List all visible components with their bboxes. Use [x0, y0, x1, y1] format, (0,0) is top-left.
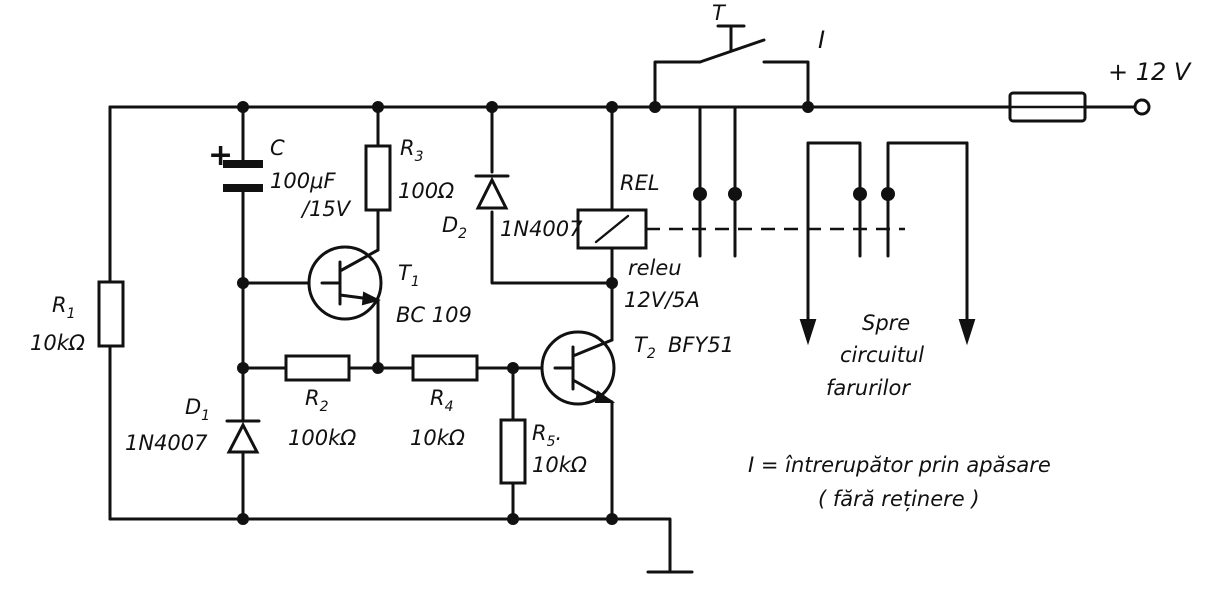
- transistor-t2: [540, 330, 616, 406]
- r3-value: 100Ω: [398, 179, 454, 203]
- hold-contact-leads: [698, 105, 737, 192]
- output-label-2: circuitul: [840, 343, 924, 367]
- relay-contact-headlights: [853, 187, 895, 258]
- resistor-r3: [364, 144, 392, 212]
- d1-value: 1N4007: [125, 431, 208, 455]
- resistor-r1: [97, 280, 125, 348]
- relay-ref: REL: [620, 171, 660, 195]
- relay-desc-2: 12V/5A: [624, 288, 700, 312]
- capacitor-value-2: /15V: [300, 197, 352, 221]
- output-arrow-right: [958, 319, 976, 346]
- capacitor-polarity: +: [208, 138, 233, 173]
- capacitor-c: [223, 160, 263, 192]
- t1-value: BC 109: [396, 303, 472, 327]
- capacitor-ref: C: [270, 136, 285, 160]
- capacitor-value-1: 100μF: [270, 169, 336, 193]
- r3-ref: R3: [400, 136, 424, 165]
- resistor-r5: [499, 418, 527, 485]
- output-label-1: Spre: [862, 311, 910, 335]
- wiring: [108, 60, 1137, 574]
- switch-symbol-label: T: [712, 1, 727, 25]
- r5-ref: R5.: [532, 421, 562, 450]
- legend-line-2: ( fără reținere ): [818, 487, 980, 511]
- headlight-contact-leads: [806, 141, 969, 192]
- switch-right-lead: [762, 60, 810, 109]
- r2-value: 100kΩ: [288, 426, 356, 450]
- d1-ref: D1: [185, 395, 210, 424]
- resistor-r2: [284, 354, 351, 382]
- diode-d2: [474, 174, 510, 210]
- switch-ref-label: I: [818, 26, 825, 54]
- d2-ref: D2: [442, 213, 467, 242]
- t2-value: BFY51: [668, 333, 734, 357]
- headlight-outputs: [806, 141, 969, 324]
- relay-contact-hold: [693, 187, 742, 258]
- diode-d1: [225, 419, 261, 454]
- junctions: [237, 101, 814, 525]
- relay-desc-1: releu: [628, 256, 682, 280]
- output-arrow-left: [799, 319, 817, 346]
- supply-terminal: [1133, 98, 1151, 116]
- ground-lead: [610, 517, 672, 574]
- r5-value: 10kΩ: [532, 453, 587, 477]
- r2-ref: R2: [305, 386, 329, 415]
- t2-ref: T2: [634, 333, 656, 362]
- t1-ref: T1: [398, 261, 420, 290]
- d2-value: 1N4007: [500, 217, 583, 241]
- r4-ref: R4: [430, 386, 454, 415]
- r1-value: 10kΩ: [30, 331, 85, 355]
- d2-column: [490, 105, 614, 285]
- transistor-t1: [307, 245, 383, 321]
- resistor-r4: [411, 354, 479, 382]
- legend-line-1: I = întrerupător prin apăsare: [748, 453, 1051, 477]
- push-switch: [698, 24, 766, 64]
- r1-ref: R1: [52, 293, 76, 322]
- r4-value: 10kΩ: [410, 426, 465, 450]
- relay-coil: [576, 208, 648, 250]
- supply-label: + 12 V: [1108, 58, 1192, 86]
- output-label-3: farurilor: [826, 376, 911, 400]
- switch-left-lead: [653, 60, 702, 109]
